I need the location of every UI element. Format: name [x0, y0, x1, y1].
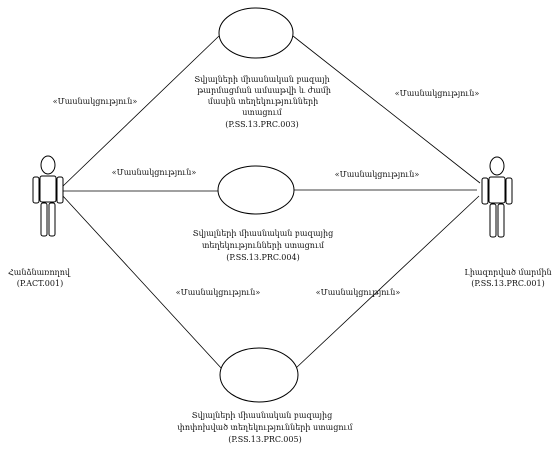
use-case-uc005-ellipse: [219, 347, 299, 403]
stereotype-label-4: «Մասնակցություն»: [335, 170, 420, 179]
uc003-code: (P.SS.13.PRC.003): [225, 120, 298, 129]
association-actor-uc005: [61, 194, 223, 370]
uc003-line-2: թարմացման ամսաթվի և ժամի: [197, 86, 331, 95]
use-case-uc004-caption: Տվյալների միասնական բազայից տեղեկություն…: [193, 229, 333, 262]
uc003-line-3: մասին տեղեկությունների: [208, 97, 319, 106]
uc005-line-2: փոփոխված տեղեկությունների ստացում: [177, 423, 353, 432]
left-actor-code: (P.ACT.001): [17, 279, 63, 288]
use-case-uc003-ellipse: [218, 7, 294, 59]
right-actor-name: Լիազորված մարմին: [464, 268, 551, 277]
use-case-uc003-caption: Տվյալների միասնական բազայի թարմացման ամս…: [194, 75, 331, 129]
right-actor-code: (P.SS.13.PRC.001): [471, 279, 544, 288]
uc004-line-2: տեղեկությունների ստացում: [202, 241, 325, 250]
association-actor-uc003: [61, 35, 220, 188]
stereotype-label-5: «Մասնակցություն»: [176, 288, 261, 297]
stereotype-label-3: «Մասնակցություն»: [112, 168, 197, 177]
association-uc003-system: [292, 35, 481, 184]
uc003-line-1: Տվյալների միասնական բազայի: [194, 75, 329, 84]
uc005-line-1: Տվյալների միասնական բազայից: [192, 411, 332, 420]
uc004-code: (P.SS.13.PRC.004): [226, 253, 299, 262]
actor-icon-left: [32, 155, 64, 237]
stereotype-label-2: «Մասնակցություն»: [395, 89, 480, 98]
actor-icon-right: [481, 156, 513, 238]
uc004-line-1: Տվյալների միասնական բազայից: [193, 229, 333, 238]
associations: [61, 35, 481, 370]
uc005-code: (P.SS.13.PRC.005): [228, 435, 301, 444]
use-case-uc004-ellipse: [217, 165, 295, 215]
stereotype-label-6: «Մասնակցություն»: [316, 288, 401, 297]
association-uc005-system: [295, 195, 480, 369]
stereotype-label-1: «Մասնակցություն»: [53, 97, 138, 106]
uc003-line-4: ստացում: [242, 108, 282, 117]
use-case-uc005-caption: Տվյալների միասնական բազայից փոփոխված տեղ…: [177, 411, 353, 444]
left-actor-name: Հանձնառողով: [8, 268, 71, 277]
